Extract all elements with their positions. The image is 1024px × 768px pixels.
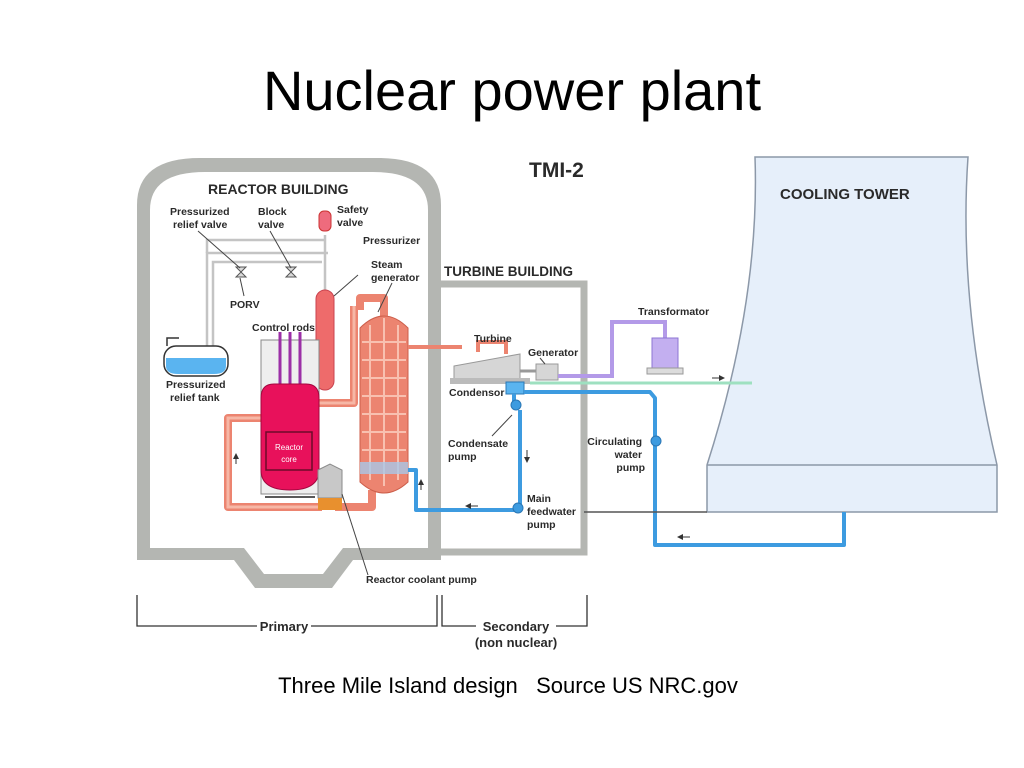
svg-text:Steam generator: Steam generator — [371, 259, 419, 284]
steam-generator — [359, 315, 409, 494]
rcp-label: Reactor coolant pump — [366, 574, 477, 586]
reactor-vessel — [260, 332, 320, 498]
block-valve-label-1: Block — [258, 206, 287, 218]
steam-generator-label-2: generator — [371, 272, 419, 284]
condensate-pump — [510, 399, 522, 411]
svg-text:Pressurized relief valve: Pressurized relief valve — [170, 206, 232, 231]
block-valve — [284, 266, 298, 278]
transformator — [646, 337, 684, 375]
cooling-tower — [706, 156, 998, 513]
turbine-building — [437, 280, 588, 556]
svg-text:Main feedwater pump: Main feedwater pump — [527, 493, 579, 531]
svg-text:Block valve: Block valve — [258, 206, 290, 231]
circ-pump-label-2: water — [614, 449, 642, 461]
secondary-bracket — [441, 595, 588, 627]
prv-label-2: relief valve — [173, 219, 227, 231]
primary-bracket — [136, 595, 438, 627]
reactor-building-label: REACTOR BUILDING — [208, 181, 349, 197]
circulating-water-pump — [650, 435, 662, 447]
pressurized-relief-valve — [234, 266, 248, 278]
feed-pump-label-3: pump — [527, 519, 556, 531]
generator-label: Generator — [528, 347, 578, 359]
control-rods-label: Control rods — [252, 322, 315, 334]
pressurizer-label: Pressurizer — [363, 235, 420, 247]
transformator-label: Transformator — [638, 306, 709, 318]
svg-text:Pressurized relief tank: Pressurized relief tank — [166, 379, 228, 404]
relief-lines — [205, 235, 328, 358]
svg-text:Safety valve: Safety valve — [337, 204, 371, 229]
safety-valve — [318, 210, 332, 232]
secondary-label-2: (non nuclear) — [475, 635, 557, 650]
turbine-building-label: TURBINE BUILDING — [444, 264, 573, 279]
svg-text:Circulating water pump: Circulating water pump — [587, 436, 645, 474]
transmission-line — [558, 320, 667, 378]
condensor-label: Condensor — [449, 387, 504, 399]
cooling-tower-label: COOLING TOWER — [780, 186, 910, 203]
reactor-coolant-pump — [317, 463, 343, 510]
condensate-pump-label-2: pump — [448, 451, 477, 463]
diagram-heading: TMI-2 — [529, 159, 584, 182]
prv-label-1: Pressurized — [170, 206, 230, 218]
relief-tank-label-1: Pressurized — [166, 379, 226, 391]
porv-label: PORV — [230, 299, 260, 311]
condensor — [505, 381, 525, 395]
secondary-label-1: Secondary — [483, 619, 550, 634]
slide-title: Nuclear power plant — [262, 59, 762, 122]
circ-pump-label-1: Circulating — [587, 436, 642, 448]
condensate-pump-label-1: Condensate — [448, 438, 508, 450]
primary-label: Primary — [260, 619, 309, 634]
svg-text:Condensate pump: Condensate pump — [448, 438, 511, 463]
steam-generator-label-1: Steam — [371, 259, 403, 271]
main-steam-line — [408, 340, 508, 354]
slide-caption: Three Mile Island design Source US NRC.g… — [278, 673, 738, 698]
reactor-core-label-1: Reactor — [275, 443, 303, 452]
main-feedwater-pump — [512, 502, 524, 514]
relief-tank-label-2: relief tank — [170, 392, 220, 404]
feed-pump-label-2: feedwater — [527, 506, 576, 518]
pressurized-relief-tank — [163, 337, 229, 377]
safety-valve-label-1: Safety — [337, 204, 369, 216]
turbine-label: Turbine — [474, 333, 512, 345]
circ-pump-label-3: pump — [616, 462, 645, 474]
safety-valve-label-2: valve — [337, 217, 363, 229]
reactor-core-label-2: core — [281, 455, 297, 464]
feed-pump-label-1: Main — [527, 493, 551, 505]
block-valve-label-2: valve — [258, 219, 284, 231]
generator — [520, 363, 559, 381]
